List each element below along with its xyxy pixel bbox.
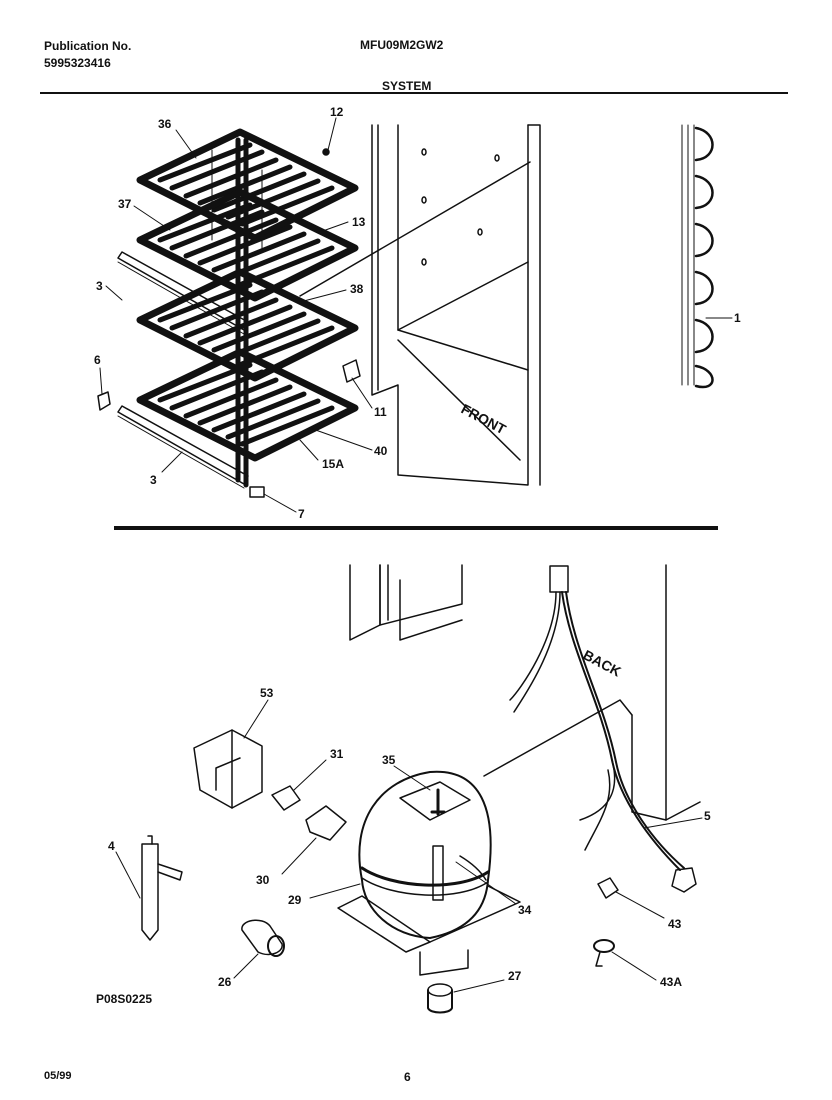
shelf-rails	[117, 251, 249, 489]
clip-6	[97, 391, 111, 411]
callout-35: 35	[382, 753, 396, 767]
section-divider	[114, 526, 718, 530]
callout-3-lower: 3	[150, 473, 157, 487]
header-rule	[40, 92, 788, 94]
callout-labels: 36 12 37 13 3 38 1 6 11 40 15A 3 7 53 31…	[94, 105, 741, 989]
callout-31: 31	[330, 747, 344, 761]
overload-cover-53	[193, 729, 263, 809]
callout-53: 53	[260, 686, 274, 700]
footer-page-number: 6	[404, 1070, 411, 1084]
callout-38: 38	[350, 282, 364, 296]
grommet-26	[241, 919, 285, 957]
callout-37: 37	[118, 197, 132, 211]
callout-43a: 43A	[660, 975, 682, 989]
grommet-7	[249, 486, 265, 498]
publication-block: Publication No. 5995323416	[44, 38, 131, 72]
cabinet-back-lower	[349, 564, 701, 821]
section-title: SYSTEM	[382, 79, 432, 93]
callout-1: 1	[734, 311, 741, 325]
vertical-tube	[235, 137, 249, 488]
drier-4	[141, 835, 183, 941]
fastener-12	[322, 148, 330, 156]
clip-43	[597, 877, 619, 899]
diagram-code: P08S0225	[96, 992, 153, 1006]
callout-15a: 15A	[322, 457, 344, 471]
callout-27: 27	[508, 969, 522, 983]
model-number: MFU09M2GW2	[360, 38, 444, 52]
callout-3-upper: 3	[96, 279, 103, 293]
callout-4: 4	[108, 839, 115, 853]
evaporator-shelf-coils	[136, 128, 359, 488]
cabinet-front-label: FRONT	[459, 401, 509, 438]
cabinet-back-label: BACK	[581, 647, 624, 680]
cabinet-interior	[299, 124, 541, 486]
callout-7: 7	[298, 507, 305, 521]
compressor-29	[337, 770, 521, 976]
callout-12: 12	[330, 105, 344, 119]
grommet-27	[427, 983, 453, 1014]
overload-30	[305, 805, 347, 841]
clip-11	[342, 359, 361, 383]
callout-29: 29	[288, 893, 302, 907]
callout-34: 34	[518, 903, 532, 917]
callout-36: 36	[158, 117, 172, 131]
publication-label: Publication No.	[44, 39, 132, 53]
callout-43: 43	[668, 917, 682, 931]
callout-26: 26	[218, 975, 232, 989]
footer-date: 05/99	[44, 1070, 72, 1082]
callout-30: 30	[256, 873, 270, 887]
clamp-43a	[593, 939, 615, 967]
leader-lines	[99, 117, 733, 993]
callout-11: 11	[374, 405, 387, 419]
condenser-coil-1	[681, 124, 714, 389]
callout-6: 6	[94, 353, 101, 367]
relay-31	[271, 785, 301, 811]
connector-wires	[211, 149, 263, 251]
callout-13: 13	[352, 215, 366, 229]
bolt-35	[430, 788, 446, 816]
publication-number: 5995323416	[44, 56, 111, 70]
callout-5: 5	[704, 809, 711, 823]
callout-40: 40	[374, 444, 388, 458]
power-cord-5	[509, 565, 697, 893]
